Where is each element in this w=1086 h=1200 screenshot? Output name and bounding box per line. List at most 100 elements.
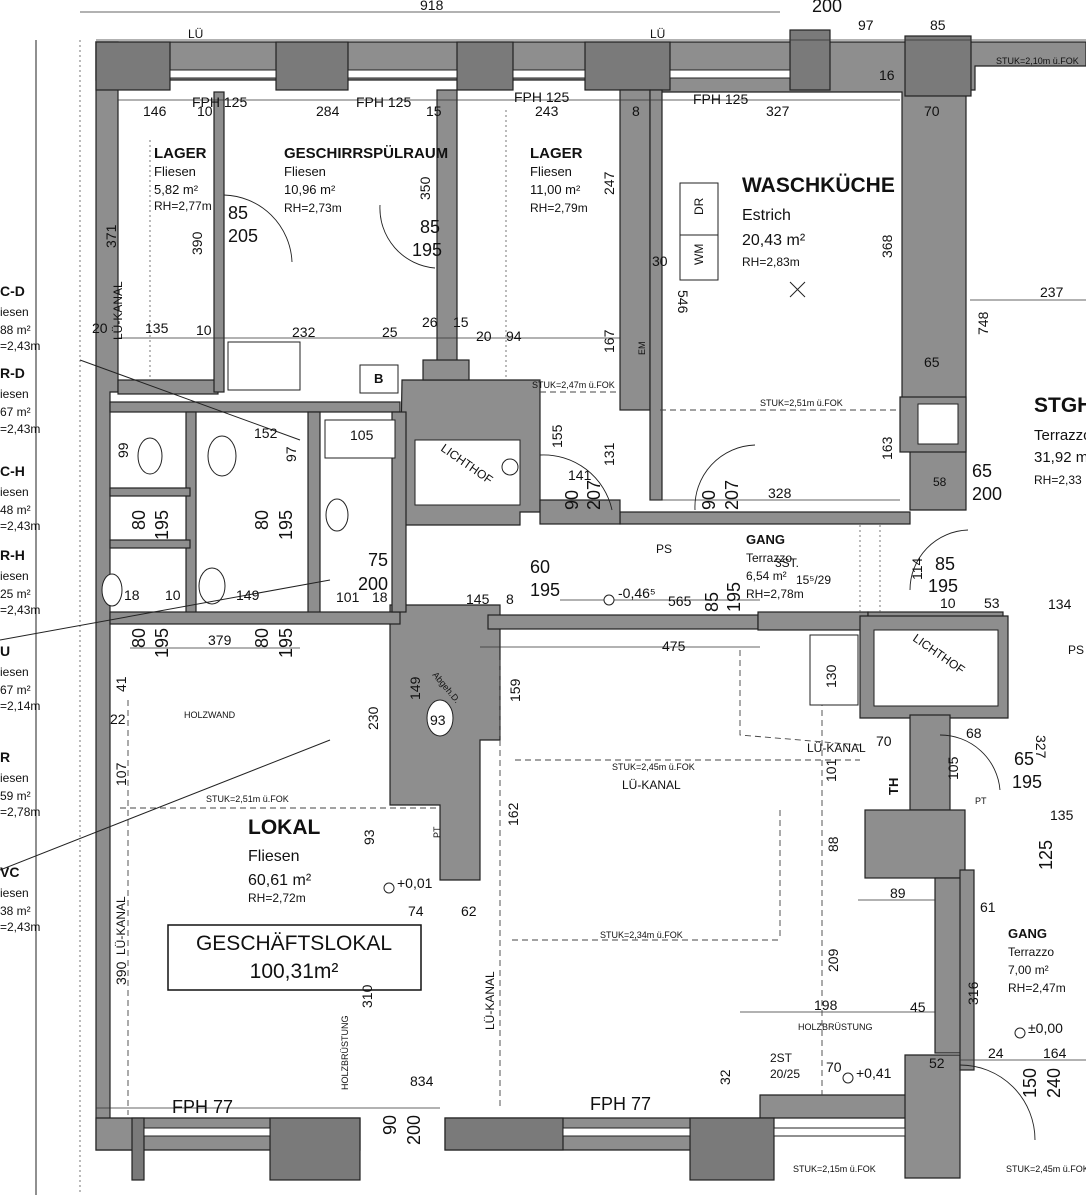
dim-145: 145	[466, 591, 490, 607]
dim-150: 150	[1020, 1068, 1040, 1098]
room-height-gang-2: RH=2,47m	[1008, 981, 1066, 995]
dim-149: 149	[236, 587, 260, 603]
stairs2-ratio-label: 20/25	[770, 1067, 800, 1081]
dim-163: 163	[879, 436, 895, 460]
dim-60: 60	[530, 557, 550, 577]
left-label-7-d: =2,43m	[0, 920, 40, 934]
room-name-lager-2: LAGER	[530, 145, 583, 162]
dim-90b: 90	[699, 490, 719, 510]
dim-101: 101	[336, 589, 360, 605]
stuk-210-label: STUK=2,10m ü.FOK	[996, 56, 1079, 66]
dim-97: 97	[283, 446, 299, 462]
lue-label-top-2: LÜ	[650, 27, 665, 41]
room-area-geschirr: 10,96 m²	[284, 182, 336, 197]
lue-kanal-label-5: LÜ-KANAL	[111, 281, 125, 340]
dim-101b: 101	[823, 758, 839, 782]
dim-75: 75	[368, 550, 388, 570]
dim-207b: 207	[722, 480, 742, 510]
dim-546: 546	[675, 290, 691, 314]
dim-18b: 18	[372, 589, 388, 605]
dim-10d: 10	[165, 587, 181, 603]
dim-230: 230	[365, 706, 381, 730]
left-label-3-b: iesen	[0, 485, 29, 499]
dim-15: 15	[426, 103, 442, 119]
dim-58: 58	[933, 475, 947, 489]
left-label-1-b: iesen	[0, 305, 29, 319]
left-label-3-a: C-H	[0, 463, 25, 479]
dim-99: 99	[115, 442, 131, 458]
dim-70b: 70	[876, 733, 892, 749]
dim-134: 134	[1048, 596, 1072, 612]
dimension-lines	[80, 11, 1086, 1109]
dim-62: 62	[461, 903, 477, 919]
misc-labels: LICHTHOF LICHTHOF HOLZWAND HOLZBRÜSTUNG …	[111, 27, 1086, 1174]
room-height-waschkueche: RH=2,83m	[742, 255, 800, 269]
ps-label-1: PS	[656, 542, 672, 556]
dim-80c: 80	[129, 628, 149, 648]
holzbruestung-label-v: HOLZBRÜSTUNG	[340, 1015, 350, 1090]
dim-26: 26	[422, 314, 438, 330]
room-name-gang-2: GANG	[1008, 926, 1047, 941]
dim-105: 105	[350, 427, 374, 443]
room-name-waschkueche: WASCHKÜCHE	[742, 174, 895, 197]
dim-93: 93	[430, 712, 446, 728]
dim-70c: 70	[826, 1059, 842, 1075]
dim-195f: 195	[928, 576, 958, 596]
stuk-245b-label: STUK=2,45m ü.FOK	[1006, 1164, 1086, 1174]
left-cut-labels: C-D iesen 88 m² =2,43m R-D iesen 67 m² =…	[0, 283, 40, 934]
dim-200d: 200	[404, 1115, 424, 1145]
em-label: EM	[637, 342, 647, 356]
dim-200c: 200	[358, 574, 388, 594]
left-label-7-b: iesen	[0, 886, 29, 900]
dim-243: 243	[535, 103, 559, 119]
pt-label-2: PT	[975, 796, 987, 806]
dim-20b: 20	[476, 328, 492, 344]
dim-131: 131	[601, 442, 617, 466]
dim-80b: 80	[252, 510, 272, 530]
dim-68: 68	[966, 725, 982, 741]
dim-284: 284	[316, 103, 340, 119]
left-label-7-c: 38 m²	[0, 904, 31, 918]
dim-22: 22	[110, 711, 126, 727]
room-area-stgh: 31,92 m²	[1034, 449, 1086, 466]
dim-141: 141	[568, 467, 592, 483]
dim-88: 88	[825, 836, 841, 852]
left-label-5-c: 67 m²	[0, 683, 31, 697]
dim-237: 237	[1040, 284, 1064, 300]
dim-198: 198	[814, 997, 838, 1013]
left-label-5-b: iesen	[0, 665, 29, 679]
dim-8b: 8	[506, 591, 514, 607]
dim-164: 164	[1043, 1045, 1067, 1061]
dim-205: 205	[228, 226, 258, 246]
dim-918: 918	[420, 0, 444, 13]
dim-834: 834	[410, 1073, 434, 1089]
dim-32: 32	[717, 1069, 733, 1085]
dim-85d: 85	[935, 554, 955, 574]
dim-379: 379	[208, 632, 232, 648]
stairs-ratio-label: 15⁵/29	[796, 573, 831, 587]
dim-61: 61	[980, 899, 996, 915]
dim-85c: 85	[702, 592, 722, 612]
stairs2-label: 2ST	[770, 1051, 793, 1065]
wm-label: WM	[692, 244, 706, 265]
dim-316: 316	[965, 981, 981, 1005]
room-height-gang-1: RH=2,78m	[746, 587, 804, 601]
b-label: B	[374, 371, 383, 386]
left-label-2-c: 67 m²	[0, 405, 31, 419]
room-floor-lager-1: Fliesen	[154, 164, 196, 179]
room-name-gang-1: GANG	[746, 532, 785, 547]
left-label-2-d: =2,43m	[0, 422, 40, 436]
stuk-gang-label: STUK=2,47m ü.FOK	[532, 380, 615, 390]
dim-105b: 105	[945, 756, 961, 780]
dim-195c: 195	[276, 510, 296, 540]
left-label-2-b: iesen	[0, 387, 29, 401]
dim-45: 45	[910, 999, 926, 1015]
dim-94: 94	[506, 328, 522, 344]
room-height-lager-2: RH=2,79m	[530, 201, 588, 215]
dim-90a: 90	[562, 490, 582, 510]
holzwand-label: HOLZWAND	[184, 710, 236, 720]
room-height-geschirr: RH=2,73m	[284, 201, 342, 215]
dim-195g: 195	[152, 628, 172, 658]
dim-65: 65	[924, 354, 940, 370]
